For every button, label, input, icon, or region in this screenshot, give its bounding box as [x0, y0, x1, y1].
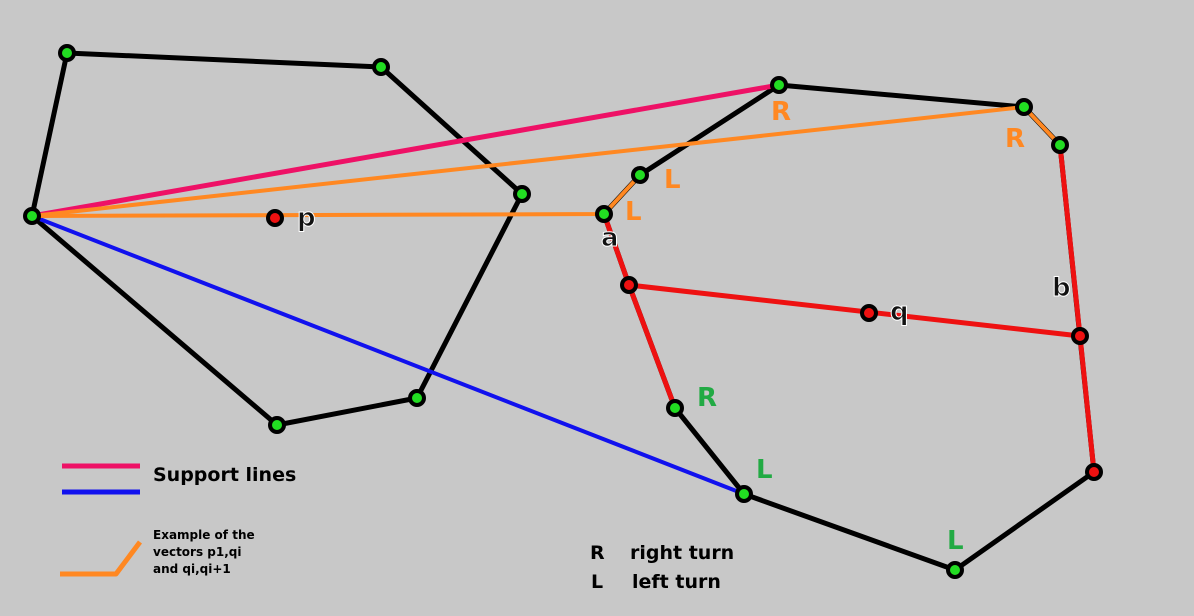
- vertex: [631, 166, 649, 184]
- red-points: [266, 209, 1103, 481]
- legend-r-text: right turn: [630, 542, 734, 564]
- turn-label: L: [625, 197, 642, 227]
- legend-support-label: Support lines: [153, 464, 296, 486]
- label-p: p: [297, 203, 316, 233]
- vertex: [1051, 136, 1069, 154]
- vertex: [58, 44, 76, 62]
- label-b: b: [1052, 273, 1071, 303]
- legend-support: Support lines: [62, 463, 296, 495]
- vertices-q: [595, 76, 1069, 579]
- support-line-lower: [31, 214, 745, 496]
- chain-end-marker: [1085, 463, 1103, 481]
- vertex: [1015, 98, 1033, 116]
- legend-l-key: L: [591, 571, 603, 593]
- vertex: [770, 76, 788, 94]
- point-a-marker: [620, 276, 638, 294]
- vertex: [946, 561, 964, 579]
- turn-label: R: [771, 97, 791, 127]
- legend-example-line2: vectors p1,qi: [153, 545, 242, 559]
- chain-right: [1057, 144, 1097, 473]
- legend-swatch-example: [60, 540, 142, 577]
- legend-example-line1: Example of the: [153, 528, 255, 542]
- point-q-marker: [860, 304, 878, 322]
- label-a: a: [601, 223, 619, 253]
- vertex: [23, 207, 41, 225]
- vertex: [408, 389, 426, 407]
- polygon-p: [29, 50, 525, 428]
- label-q: q: [890, 297, 909, 327]
- point-b-marker: [1071, 327, 1089, 345]
- vertices-p: [23, 44, 531, 434]
- chain-bridge: [628, 282, 1081, 339]
- vertex: [268, 416, 286, 434]
- support-line-upper: [31, 82, 780, 219]
- vertex: [666, 399, 684, 417]
- vertex: [735, 485, 753, 503]
- turn-label: R: [1005, 124, 1025, 154]
- vertex: [372, 58, 390, 76]
- point-p-marker: [266, 209, 284, 227]
- vertex: [513, 185, 531, 203]
- legend-example: Example of the vectors p1,qi and qi,qi+1: [60, 528, 255, 577]
- turn-label: L: [756, 455, 773, 485]
- turn-label: L: [947, 526, 964, 556]
- legend-turns: R right turn L left turn: [590, 542, 734, 593]
- turn-label: L: [664, 165, 681, 195]
- legend-l-text: left turn: [632, 571, 721, 593]
- legend-example-line3: and qi,qi+1: [153, 562, 231, 576]
- legend-r-key: R: [590, 542, 605, 564]
- vertex: [595, 205, 613, 223]
- turn-label: R: [697, 383, 717, 413]
